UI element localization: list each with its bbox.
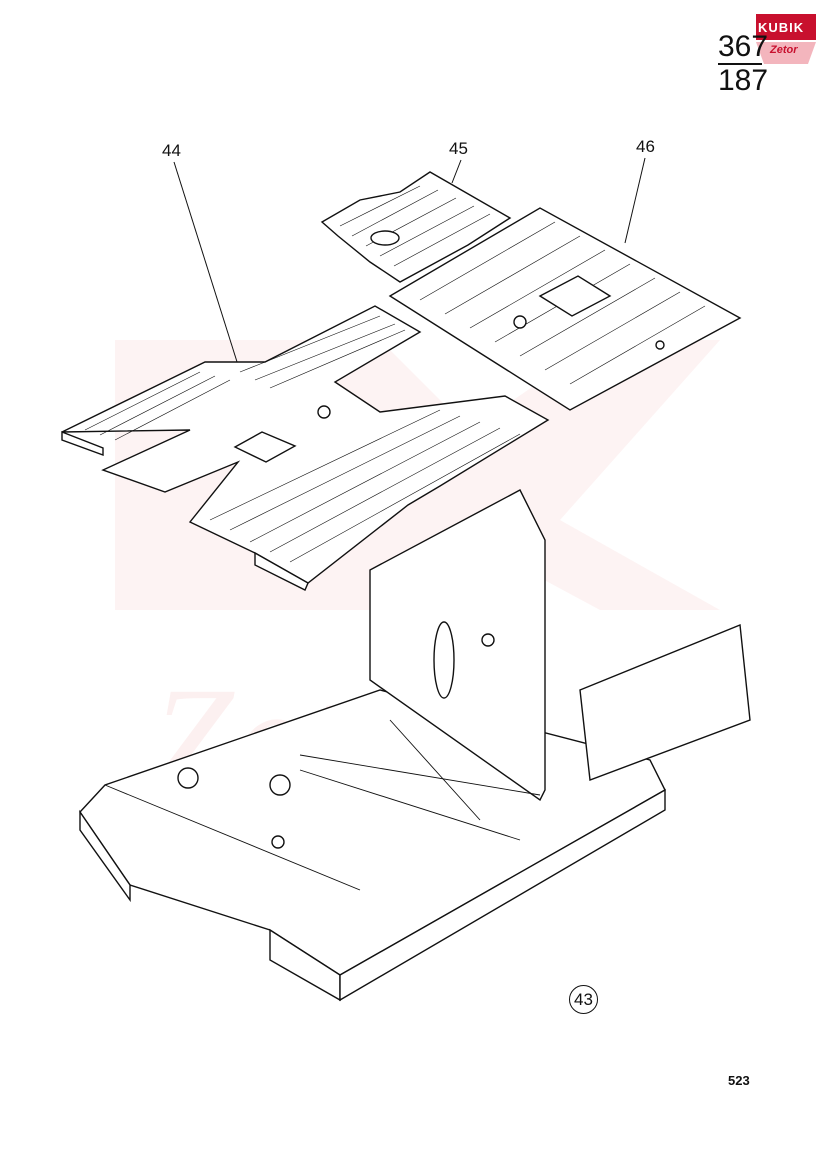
callout-46: 46 (636, 137, 655, 156)
page-number-divider (718, 63, 762, 65)
logo-subtext: Zetor (770, 44, 798, 56)
frame-assembly-43 (79, 489, 751, 1002)
logo-text: KUBIK (758, 20, 805, 35)
floor-mat-44 (61, 305, 550, 591)
callout-45: 45 (449, 139, 468, 158)
figure-number: 523 (728, 1073, 750, 1088)
page-number-bottom: 187 (718, 64, 769, 97)
floor-mat-46 (388, 207, 742, 411)
kubik-zetor-logo (756, 14, 816, 64)
floor-mat-45 (320, 171, 512, 283)
page-number-top: 367 (718, 30, 769, 63)
callout-44: 44 (162, 141, 181, 160)
callout-43-circled: 43 (569, 985, 598, 1014)
leader-lines (173, 157, 646, 366)
